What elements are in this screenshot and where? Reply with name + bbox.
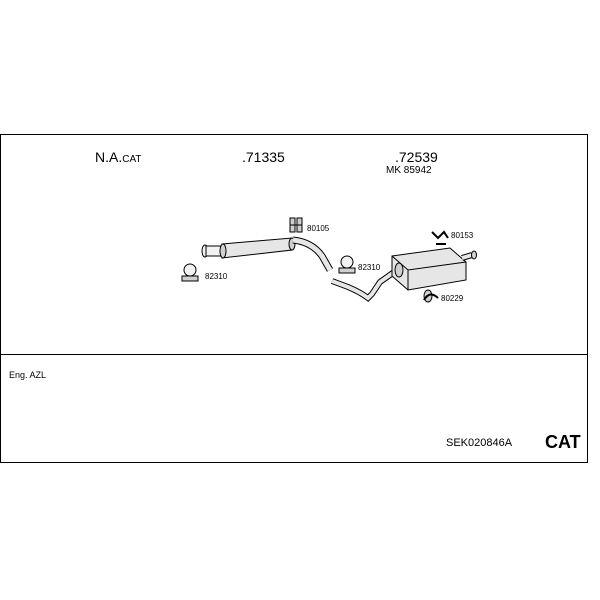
section-divider bbox=[0, 354, 588, 355]
part-label-82310-left: 82310 bbox=[205, 272, 228, 281]
clamp-mid-icon bbox=[338, 255, 356, 274]
col3-label: .72539 bbox=[395, 149, 438, 165]
tail-pipe bbox=[461, 250, 477, 261]
bent-pipe bbox=[292, 236, 334, 272]
rear-silencer bbox=[391, 247, 467, 291]
col2-label: .71335 bbox=[242, 149, 285, 165]
middle-silencer bbox=[219, 237, 296, 259]
diagram-frame bbox=[0, 134, 588, 463]
engine-label: Eng. AZL bbox=[9, 370, 47, 380]
category-badge: CAT bbox=[545, 432, 581, 452]
part-label-80153: 80153 bbox=[451, 231, 474, 240]
col1-label: N.A.CAT bbox=[95, 150, 142, 166]
bracket-right-icon bbox=[431, 230, 449, 245]
col1-main: N.A. bbox=[95, 149, 123, 165]
part-label-82310-mid: 82310 bbox=[358, 263, 381, 272]
part-label-80105: 80105 bbox=[307, 224, 330, 233]
front-pipe-flange bbox=[201, 244, 223, 258]
col1-suffix: CAT bbox=[122, 154, 142, 165]
rear-pipe bbox=[330, 267, 399, 302]
clamp-left-icon bbox=[181, 263, 199, 282]
col3-sublabel: MK 85942 bbox=[386, 165, 432, 176]
hanger-top-icon bbox=[289, 217, 303, 233]
kit-code: SEK020846A bbox=[446, 437, 513, 449]
hanger-right-icon bbox=[423, 289, 439, 303]
part-label-80229: 80229 bbox=[441, 294, 464, 303]
